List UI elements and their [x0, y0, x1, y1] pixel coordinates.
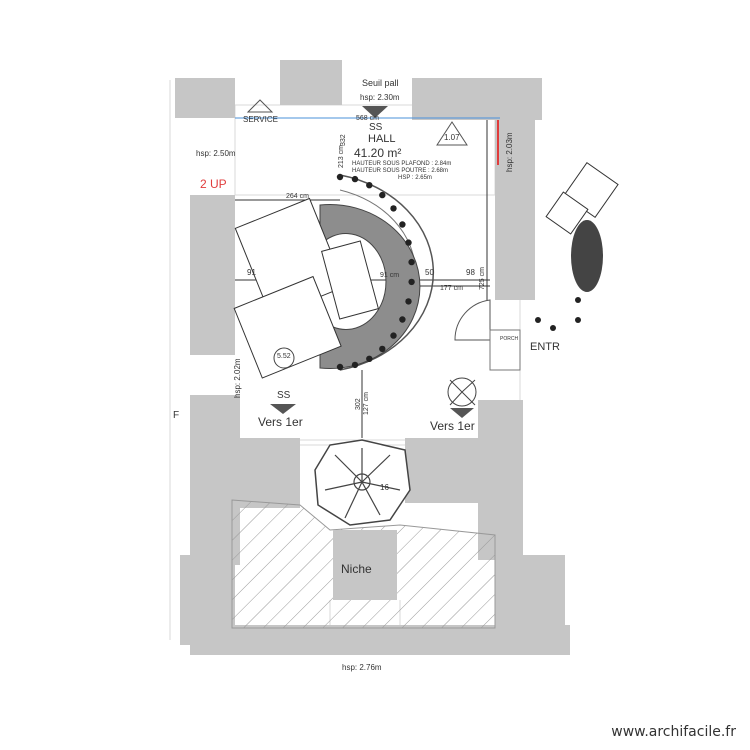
- ss-top-arrow: [362, 106, 388, 118]
- wall-top-right: [412, 78, 542, 120]
- wall-right-lower: [478, 400, 523, 560]
- porch-label: PORCH: [500, 336, 518, 342]
- dim-16: 16: [380, 483, 389, 492]
- right-square-2: [545, 191, 589, 235]
- up-label: 2 UP: [200, 177, 227, 191]
- wall-bottom-right: [495, 555, 565, 645]
- seat-dot: [390, 332, 397, 339]
- seat-dot: [405, 298, 412, 305]
- room-name: HALL: [368, 133, 396, 145]
- service-label: SERVICE: [243, 115, 278, 124]
- dim-725: 725 cm: [479, 267, 486, 290]
- seat-dot: [366, 182, 373, 189]
- curved-bench-outline: [339, 174, 435, 371]
- dim-177: 177 cm: [440, 285, 463, 292]
- seat-dot: [351, 361, 359, 369]
- room-area: 41.20 m²: [354, 146, 401, 160]
- seating-dots: [336, 173, 415, 371]
- ss-left-label: SS: [277, 390, 291, 401]
- outside-dot: [575, 317, 581, 323]
- seat-dot: [408, 278, 415, 286]
- dim-213: 213 cm: [338, 145, 345, 168]
- dim-91b: 91 cm: [380, 272, 399, 279]
- dim-332: 332: [340, 134, 347, 146]
- dim-302: 302: [355, 398, 362, 410]
- seat-dot: [399, 221, 406, 228]
- seat-dot: [336, 363, 344, 371]
- outside-dot: [535, 317, 541, 323]
- wall-right-upper: [495, 120, 535, 300]
- rug-centre: [321, 240, 379, 320]
- badge-circle-icon: [273, 347, 295, 369]
- seat-dot: [379, 191, 386, 199]
- door-panel: [489, 329, 521, 371]
- seat-dot: [351, 175, 359, 183]
- wall-left-upper: [190, 195, 235, 355]
- wall-center-right: [405, 438, 478, 503]
- dim-264: 264 cm: [286, 193, 309, 200]
- rug-lower: [233, 275, 342, 379]
- dim-98: 98: [466, 268, 475, 277]
- dim-91a: 91: [247, 268, 256, 277]
- badge-top: 1.07: [444, 133, 460, 142]
- entry-label: ENTR: [530, 341, 560, 353]
- hsp-right-top: hsp: 2.03m: [505, 132, 514, 172]
- vers-left-label: Vers 1er: [258, 415, 303, 429]
- hsp-left-top: hsp: 2.50m: [196, 149, 236, 158]
- niche-box: [333, 530, 397, 600]
- seat-dot: [405, 239, 412, 246]
- small-plant-icon: [447, 377, 477, 407]
- letter-f: F: [173, 410, 179, 421]
- badge-mid: 5.52: [277, 353, 291, 360]
- outside-dot: [575, 297, 581, 303]
- dark-ellipse: [571, 220, 603, 292]
- top-threshold-label: Seuil pall: [362, 78, 399, 88]
- wall-center-left: [240, 438, 300, 508]
- seat-dot: [366, 355, 373, 362]
- dim-50: 50: [425, 268, 434, 277]
- seat-dot: [390, 205, 397, 212]
- wall-top-mid: [280, 60, 342, 105]
- room-height-ceiling: HAUTEUR SOUS PLAFOND : 2.84m: [352, 161, 451, 167]
- seat-dot: [408, 258, 415, 266]
- outside-dot: [550, 325, 556, 331]
- vers-right-label: Vers 1er: [430, 419, 475, 433]
- room-hsp: HSP : 2.65m: [398, 175, 432, 181]
- door-swing: [454, 299, 491, 341]
- walls: [175, 60, 570, 655]
- ss-left-arrow: [270, 404, 296, 414]
- ss-top-label: SS: [369, 122, 383, 133]
- top-hsp-label: hsp: 2.30m: [360, 93, 400, 102]
- dim-127: 127 cm: [363, 392, 370, 415]
- seat-dot: [336, 173, 344, 181]
- hsp-bottom: hsp: 2.76m: [342, 663, 382, 672]
- seat-dot: [399, 316, 406, 323]
- watermark: www.archifacile.fr: [611, 724, 736, 740]
- niche-label: Niche: [341, 562, 372, 576]
- dim-568: 568 cm: [356, 115, 379, 122]
- hsp-left-mid: hsp: 2.02m: [233, 358, 242, 398]
- room-height-beam: HAUTEUR SOUS POUTRE : 2.68m: [352, 168, 448, 174]
- plant-icon: [314, 439, 411, 526]
- service-triangle: [246, 99, 274, 113]
- wall-top-left: [175, 78, 235, 118]
- vers-right-arrow: [450, 408, 474, 418]
- seat-dot: [379, 345, 386, 353]
- badge-triangle-icon: [436, 121, 468, 146]
- outside-dots: [535, 297, 581, 331]
